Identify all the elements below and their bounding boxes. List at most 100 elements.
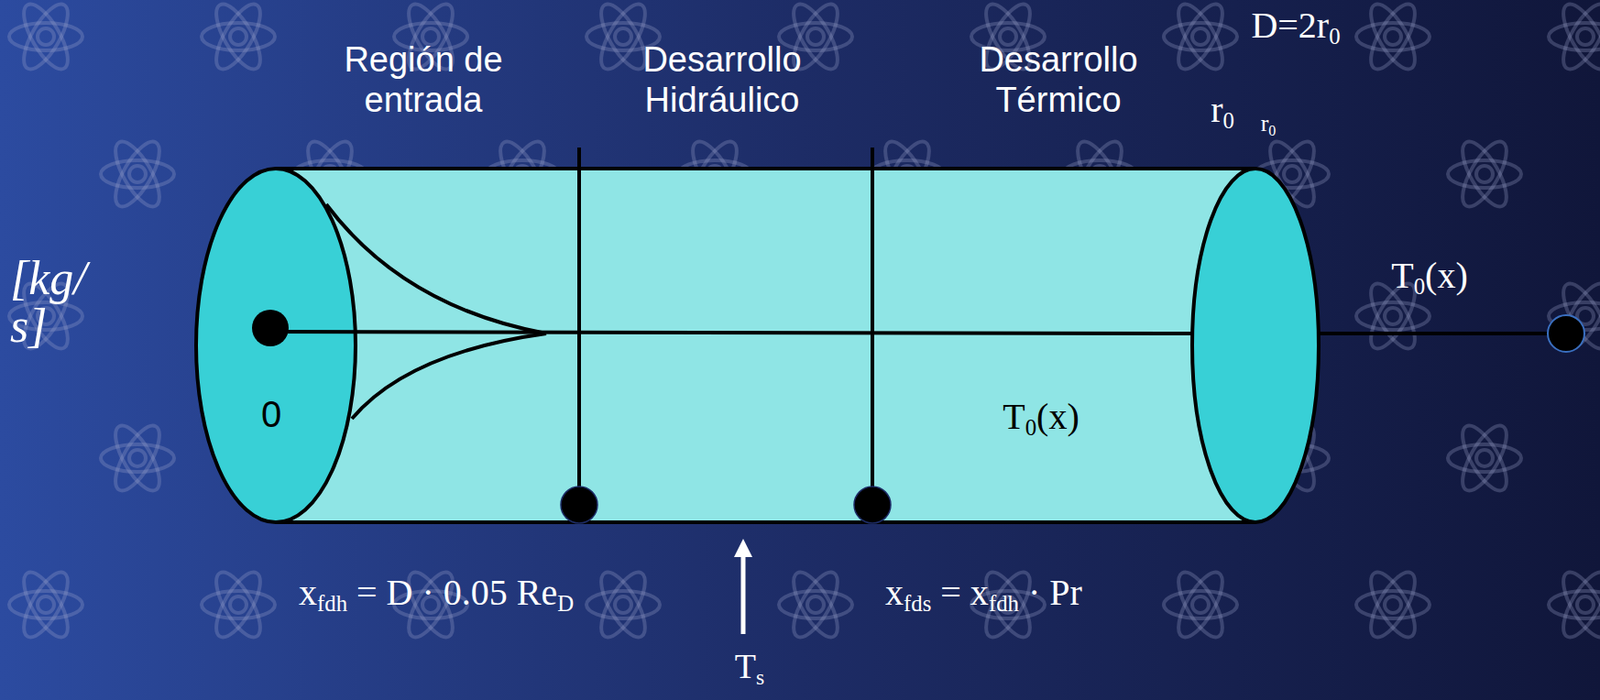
mass-flow-unit: [kg/s] bbox=[10, 254, 102, 351]
atom-nucleus bbox=[1384, 596, 1402, 614]
surface-temperature: Ts bbox=[734, 646, 765, 691]
heat-arrowhead bbox=[734, 538, 753, 558]
mean-temperature: T0(x) bbox=[1002, 395, 1079, 442]
atom-nucleus bbox=[807, 596, 824, 614]
atom-orbit bbox=[201, 591, 275, 619]
marker-dot bbox=[560, 486, 598, 524]
outlet-temperature: T0(x) bbox=[1391, 254, 1468, 301]
thermal-limit bbox=[870, 147, 875, 505]
atom-nucleus bbox=[614, 28, 632, 45]
marker-dot bbox=[854, 486, 891, 524]
atom-nucleus bbox=[1577, 28, 1594, 45]
atom-orbit bbox=[1362, 0, 1424, 76]
atom-watermark bbox=[586, 566, 660, 644]
atom-orbit bbox=[107, 419, 168, 497]
boundary-layer bbox=[326, 204, 547, 334]
region-label: Región de entrada bbox=[313, 40, 534, 121]
atom-nucleus bbox=[614, 596, 632, 614]
atom-orbit bbox=[1170, 566, 1231, 644]
atom-orbit bbox=[1356, 302, 1430, 330]
atom-orbit bbox=[1170, 0, 1231, 76]
atom-orbit bbox=[9, 22, 83, 51]
atom-nucleus bbox=[1192, 596, 1209, 614]
atom-watermark bbox=[100, 419, 175, 497]
pipe-wall bbox=[275, 166, 1256, 171]
atom-orbit bbox=[1163, 591, 1238, 619]
atom-orbit bbox=[1447, 160, 1522, 188]
atom-watermark bbox=[201, 566, 275, 644]
thermal-length: xfds = xfdh · Pr bbox=[885, 571, 1083, 618]
atom-orbit bbox=[1454, 135, 1515, 213]
atom-orbit bbox=[15, 0, 77, 76]
atom-orbit bbox=[1454, 135, 1515, 213]
atom-orbit bbox=[9, 591, 83, 619]
atom-orbit bbox=[1454, 419, 1515, 497]
atom-orbit bbox=[208, 0, 269, 76]
atom-orbit bbox=[1362, 566, 1424, 644]
atom-watermark bbox=[1163, 566, 1238, 644]
atom-orbit bbox=[1356, 22, 1430, 51]
region-label: Desarrollo Hidráulico bbox=[612, 40, 833, 121]
radius-label: r0 bbox=[1210, 88, 1235, 135]
atom-nucleus bbox=[37, 28, 55, 45]
region-label: Desarrollo Térmico bbox=[948, 40, 1169, 121]
atom-nucleus bbox=[807, 28, 824, 45]
atom-orbit bbox=[785, 566, 846, 644]
atom-watermark bbox=[100, 135, 175, 213]
atom-nucleus bbox=[230, 28, 247, 45]
atom-nucleus bbox=[1283, 165, 1301, 183]
boundary-layer bbox=[351, 333, 547, 419]
atom-nucleus bbox=[129, 165, 146, 183]
atom-orbit bbox=[1447, 444, 1522, 472]
atom-orbit bbox=[1362, 0, 1424, 76]
atom-nucleus bbox=[37, 596, 55, 614]
atom-watermark bbox=[1447, 419, 1522, 497]
atom-watermark bbox=[1356, 566, 1430, 644]
hydraulic-length: xfdh = D · 0.05 ReD bbox=[298, 571, 574, 618]
atom-orbit bbox=[586, 591, 660, 619]
atom-watermark bbox=[9, 566, 83, 644]
axis-line bbox=[1318, 331, 1558, 336]
atom-orbit bbox=[15, 0, 77, 76]
atom-orbit bbox=[107, 419, 168, 497]
atom-watermark bbox=[1163, 0, 1238, 76]
atom-orbit bbox=[107, 135, 168, 213]
atom-nucleus bbox=[230, 596, 247, 614]
atom-orbit bbox=[1170, 566, 1231, 644]
origin-label: 0 bbox=[261, 393, 282, 436]
atom-watermark bbox=[1548, 0, 1600, 76]
atom-nucleus bbox=[129, 449, 146, 467]
atom-watermark bbox=[201, 0, 275, 76]
atom-watermark bbox=[1548, 566, 1600, 644]
atom-orbit bbox=[1356, 591, 1430, 619]
atom-watermark bbox=[1548, 277, 1600, 355]
hydraulic-limit bbox=[577, 147, 581, 505]
atom-orbit bbox=[100, 160, 175, 188]
atom-watermark bbox=[1356, 0, 1430, 76]
atom-nucleus bbox=[1384, 28, 1402, 45]
atom-orbit bbox=[785, 566, 846, 644]
heat-arrow bbox=[741, 553, 746, 635]
outlet-face bbox=[1192, 168, 1319, 523]
atom-orbit bbox=[1454, 419, 1515, 497]
atom-orbit bbox=[778, 591, 853, 619]
atom-orbit bbox=[208, 0, 269, 76]
atom-nucleus bbox=[1476, 449, 1493, 467]
atom-nucleus bbox=[1384, 307, 1402, 325]
outlet-dot bbox=[1547, 315, 1585, 352]
atom-orbit bbox=[15, 566, 77, 644]
atom-nucleus bbox=[1192, 28, 1209, 45]
inlet-face bbox=[196, 168, 356, 523]
atom-orbit bbox=[592, 566, 654, 644]
atom-watermark bbox=[1447, 135, 1522, 213]
atom-orbit bbox=[1170, 0, 1231, 76]
atom-orbit bbox=[15, 566, 77, 644]
atom-orbit bbox=[1555, 566, 1600, 644]
atom-watermark bbox=[778, 566, 853, 644]
atom-orbit bbox=[592, 566, 654, 644]
atom-nucleus bbox=[1476, 165, 1493, 183]
atom-orbit bbox=[100, 444, 175, 472]
atom-orbit bbox=[1555, 0, 1600, 76]
